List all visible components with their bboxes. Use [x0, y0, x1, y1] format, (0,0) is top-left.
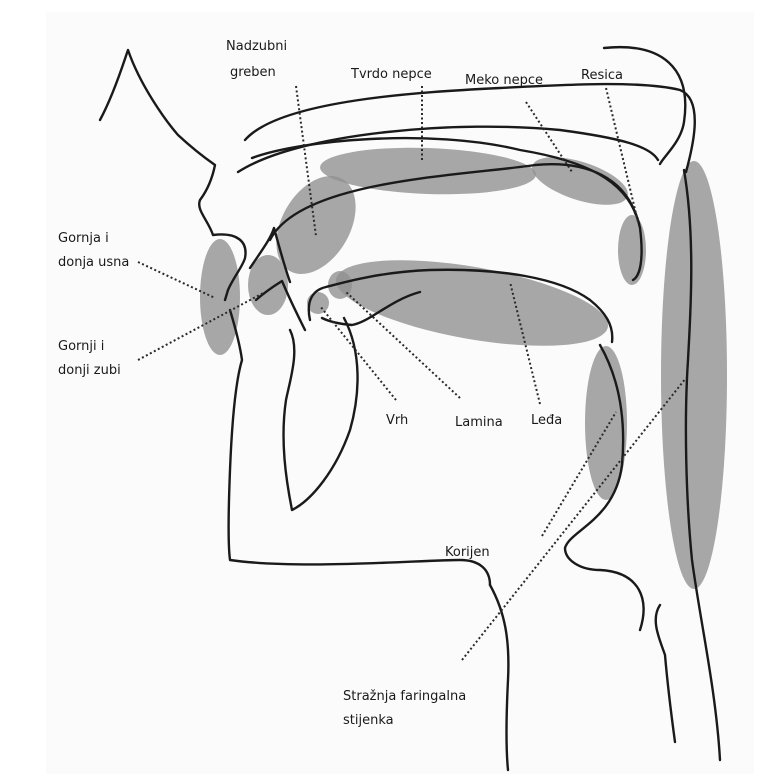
- soft-palate-region: [527, 147, 634, 214]
- blade-label: Lamina: [455, 415, 503, 430]
- uvula-label: Resica: [581, 68, 623, 83]
- lips-label-line2: donja usna: [58, 255, 129, 270]
- tip-label: Vrh: [386, 413, 408, 428]
- articulator-regions: [200, 144, 727, 589]
- nasal-posterior-wall: [604, 47, 685, 164]
- mandible-outline: [284, 318, 358, 510]
- teeth-label-line2: donji zubi: [58, 363, 121, 378]
- lips-region: [200, 239, 240, 355]
- larynx-outline: [656, 605, 675, 742]
- hard-palate-label: Tvrdo nepce: [350, 67, 432, 82]
- teeth-label-line1: Gornji i: [58, 339, 104, 354]
- pharyngeal-wall-region: [661, 161, 727, 589]
- root-label: Korijen: [445, 545, 490, 560]
- alveolar-ridge-label-line1: Nadzubni: [226, 39, 287, 54]
- back-label: Leđa: [531, 413, 562, 428]
- pharynx-label-line2: stijenka: [343, 713, 394, 728]
- soft-palate-label: Meko nepce: [465, 73, 543, 88]
- alveolar-ridge-label-line2: greben: [230, 65, 276, 80]
- lips-label-line1: Gornja i: [58, 231, 109, 246]
- labels: Nadzubni greben Tvrdo nepce Meko nepce R…: [58, 39, 623, 728]
- lower-lip-jaw-outline: [229, 310, 491, 585]
- tongue-back-region: [330, 244, 614, 363]
- pharynx-label-line1: Stražnja faringalna: [343, 689, 466, 704]
